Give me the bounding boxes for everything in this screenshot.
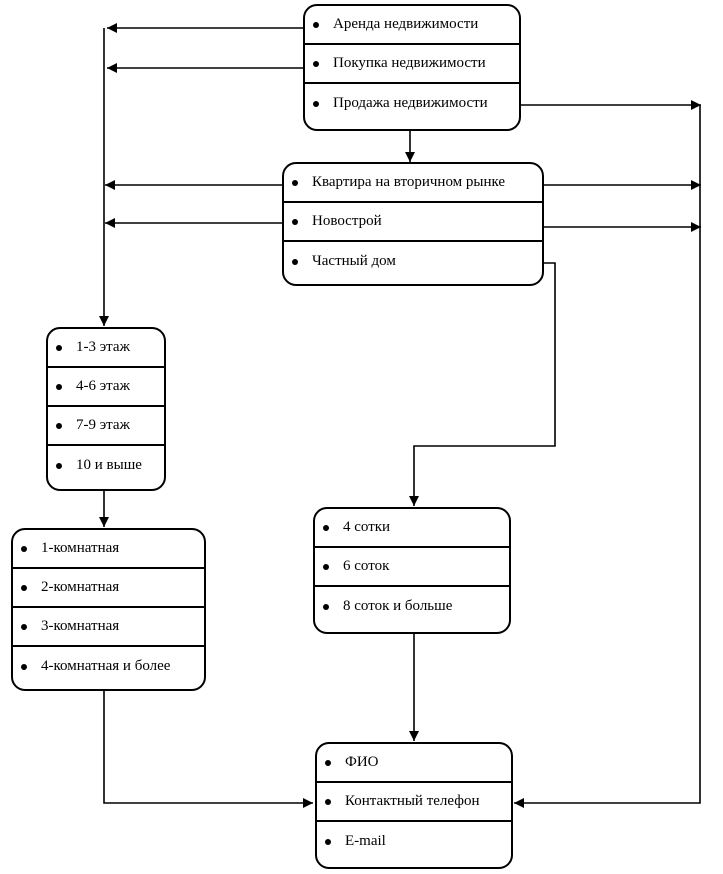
arrow-rooms-to-contacts (103, 691, 313, 808)
list-item: 4-6 этаж (48, 368, 164, 407)
bullet-icon (21, 663, 27, 670)
list-item: 3-комнатная (13, 608, 204, 647)
bullet-icon (21, 623, 27, 630)
bullet-icon (323, 563, 329, 570)
bullet-icon (292, 258, 298, 265)
arrow-house-to-plots (409, 262, 556, 506)
list-item: 10 и выше (48, 446, 164, 485)
list-item: 4 сотки (315, 509, 509, 548)
bullet-icon (323, 524, 329, 531)
deal-type-box: Аренда недвижимости Покупка недвижимости… (303, 4, 521, 131)
list-item: Контактный телефон (317, 783, 511, 822)
list-item: 2-комнатная (13, 569, 204, 608)
list-item: Квартира на вторичном рынке (284, 164, 542, 203)
bullet-icon (323, 603, 329, 610)
bullet-icon (313, 21, 319, 28)
bullet-icon (325, 838, 331, 845)
bullet-icon (292, 218, 298, 225)
list-item: 4-комнатная и более (13, 647, 204, 686)
list-item: 6 соток (315, 548, 509, 587)
plot-size-box: 4 сотки 6 соток 8 соток и больше (313, 507, 511, 634)
list-item: ФИО (317, 744, 511, 783)
bullet-icon (313, 100, 319, 107)
list-item: 7-9 этаж (48, 407, 164, 446)
bullet-icon (56, 462, 62, 469)
list-item: Покупка недвижимости (305, 45, 519, 84)
list-item: 1-3 этаж (48, 329, 164, 368)
bullet-icon (292, 179, 298, 186)
bullet-icon (21, 584, 27, 591)
property-type-box: Квартира на вторичном рынке Новострой Ча… (282, 162, 544, 286)
arrow-right-bus-to-contacts (514, 105, 701, 808)
bullet-icon (313, 60, 319, 67)
bullet-icon (325, 798, 331, 805)
rooms-box: 1-комнатная 2-комнатная 3-комнатная 4-ко… (11, 528, 206, 691)
list-item: 1-комнатная (13, 530, 204, 569)
list-item: 8 соток и больше (315, 587, 509, 626)
bullet-icon (56, 344, 62, 351)
list-item: Новострой (284, 203, 542, 242)
bullet-icon (56, 383, 62, 390)
list-item: E-mail (317, 822, 511, 861)
bullet-icon (56, 422, 62, 429)
list-item: Продажа недвижимости (305, 84, 519, 123)
bullet-icon (21, 545, 27, 552)
floors-box: 1-3 этаж 4-6 этаж 7-9 этаж 10 и выше (46, 327, 166, 491)
list-item: Частный дом (284, 242, 542, 281)
contacts-box: ФИО Контактный телефон E-mail (315, 742, 513, 869)
list-item: Аренда недвижимости (305, 6, 519, 45)
bullet-icon (325, 759, 331, 766)
